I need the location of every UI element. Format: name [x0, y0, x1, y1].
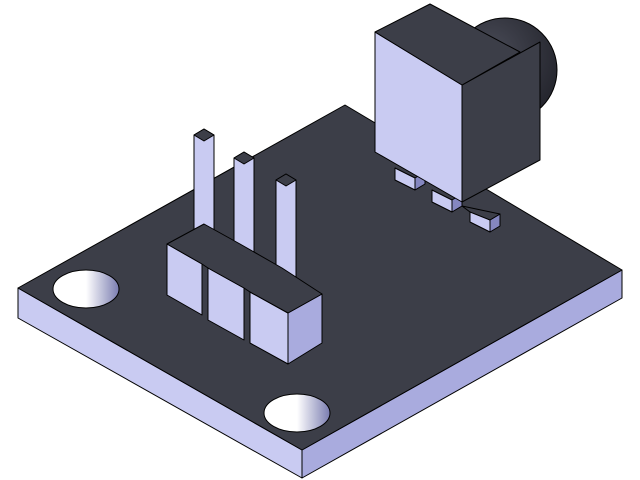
header-base-top	[166, 223, 323, 314]
receiver-right-face	[461, 41, 541, 203]
pin-header	[166, 128, 323, 365]
ir-receiver	[374, 3, 558, 233]
mounting-hole-left	[52, 269, 120, 309]
mounting-hole-front	[263, 393, 331, 433]
receiver-top-face	[374, 3, 521, 86]
